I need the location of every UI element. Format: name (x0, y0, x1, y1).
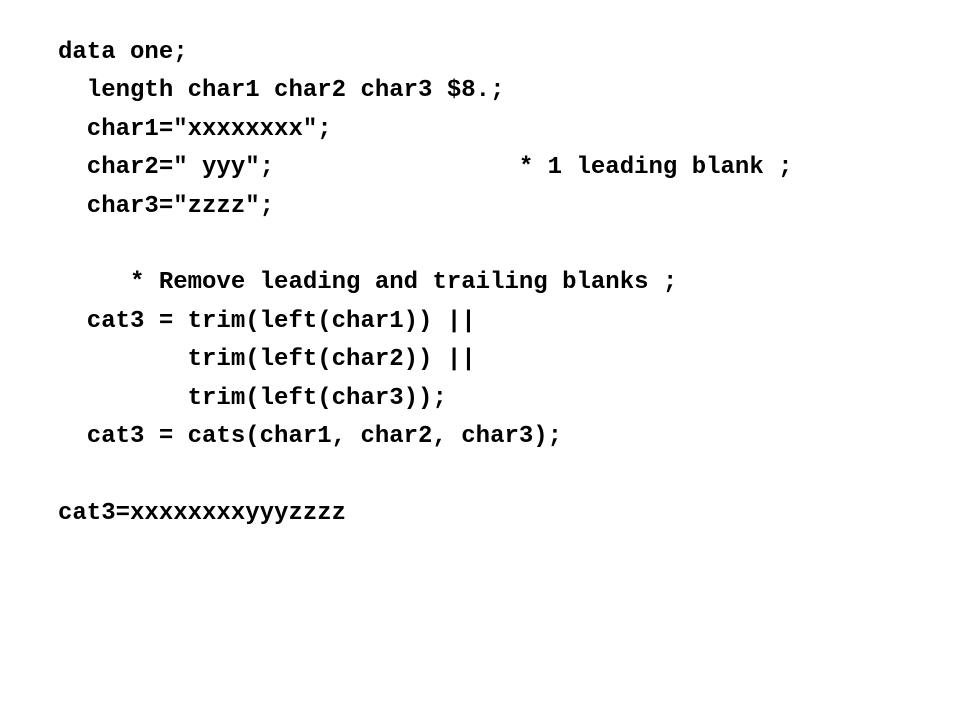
code-line-cat3-trim-2: trim(left(char2)) || (58, 346, 476, 373)
code-line-cat3-cats: cat3 = cats(char1, char2, char3); (58, 423, 563, 450)
code-line-char2: char2=" yyy"; * 1 leading blank ; (58, 154, 793, 181)
code-line-length: length char1 char2 char3 $8.; (58, 77, 505, 104)
code-line-char3: char3="zzzz"; (58, 193, 275, 220)
code-line-char1: char1="xxxxxxxx"; (58, 116, 332, 143)
code-line-cat3-trim-3: trim(left(char3)); (58, 385, 447, 412)
code-line-result: cat3=xxxxxxxxyyyzzzz (58, 500, 347, 527)
code-line-data-step: data one; (58, 39, 188, 66)
code-line-comment: * Remove leading and trailing blanks ; (58, 269, 678, 296)
code-line-cat3-trim-1: cat3 = trim(left(char1)) || (58, 308, 476, 335)
